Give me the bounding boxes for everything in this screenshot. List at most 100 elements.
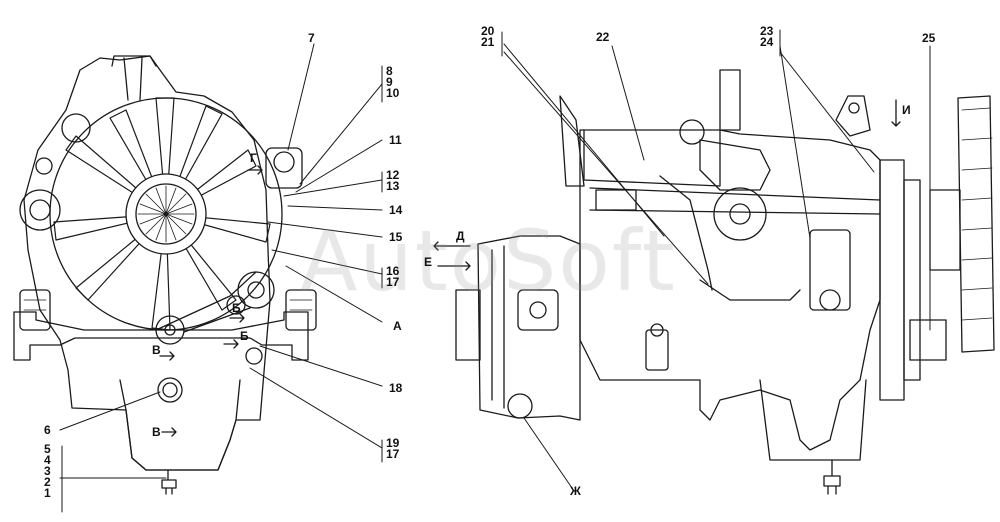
callout-stack-16-17: 16 17: [386, 264, 400, 289]
callout-A: А: [393, 319, 402, 333]
filter-cap: [273, 151, 295, 173]
view-mark-i: И: [902, 103, 911, 117]
oil-filter-cap-inner: [162, 382, 178, 398]
side-plug: [245, 347, 263, 365]
callout-4: 4: [44, 453, 51, 467]
callout-stack-20-21: 20 21: [481, 25, 495, 49]
fan-hub-ribs: [137, 185, 195, 243]
callout-Zh: Ж: [570, 484, 581, 498]
callout-12: 12: [386, 168, 400, 182]
callout-stack-19-17: 19 17: [386, 437, 400, 461]
mount-ribs: [23, 299, 313, 311]
callout-11: 11: [389, 133, 402, 147]
side-pump-inner: [29, 199, 51, 221]
callout-15: 15: [389, 230, 403, 244]
flywheel-housing-flange: [455, 289, 481, 361]
callout-stack-12-13: 12 13: [386, 168, 400, 193]
fan-hub-inner: [135, 183, 197, 245]
view-mark-d: Д: [456, 229, 465, 243]
callout-7: 7: [308, 31, 315, 45]
turbocharger: [713, 187, 767, 241]
oil-filter: [645, 329, 669, 371]
lifting-eye: [835, 95, 871, 137]
arrow-d: [433, 241, 471, 251]
coolant-pipe: [699, 279, 801, 301]
drive-belt: [155, 271, 257, 333]
bellhousing: [491, 245, 505, 409]
callout-17b: 17: [386, 447, 400, 461]
fuel-pump: [809, 229, 851, 311]
callout-6: 6: [44, 423, 51, 437]
callout-1: 1: [44, 486, 51, 500]
starter-hub: [529, 301, 547, 319]
side-fan-hub: [929, 189, 961, 271]
callout-22: 22: [596, 30, 610, 44]
flywheel-housing: [477, 235, 581, 421]
tensioner-pulley: [226, 295, 246, 315]
arrow-b1: [229, 313, 245, 323]
arrow-e: [437, 261, 471, 271]
pulley-stack: [903, 179, 921, 381]
callout-stack-23-24: 23 24: [760, 24, 774, 48]
right-leader-lines: [501, 29, 931, 489]
callout-3: 3: [44, 464, 51, 478]
arrow-v2: [161, 427, 177, 437]
drain-plug: [161, 469, 177, 495]
arrow-i: [891, 99, 901, 127]
oil-filter-cap: [157, 377, 183, 403]
callout-16: 16: [386, 264, 400, 278]
side-pump: [19, 189, 61, 231]
oil-pan: [119, 379, 241, 471]
oil-line: [659, 175, 713, 291]
mount-frame: [13, 311, 309, 361]
arrow-b2: [223, 339, 239, 349]
filter-housing: [265, 147, 303, 189]
left-mount: [19, 289, 51, 331]
view-mark-b1: Б: [232, 301, 241, 315]
alternator-hub: [247, 281, 265, 299]
side-fan-blades: [961, 107, 993, 321]
turbo-center: [729, 203, 751, 225]
callout-18: 18: [389, 381, 403, 395]
callout-25: 25: [922, 31, 936, 45]
lifting-eye-hole: [848, 102, 860, 114]
side-drain: [823, 459, 841, 495]
callout-2: 2: [44, 475, 51, 489]
engine-side-view: [433, 29, 995, 495]
callout-stack-5-1: 5 4 3 2 1: [44, 442, 51, 500]
callout-10: 10: [386, 86, 400, 100]
view-mark-e: Е: [424, 255, 433, 269]
engine-front-view: [13, 43, 383, 513]
side-flap: [559, 95, 585, 187]
left-leader-lines: [59, 43, 383, 513]
callout-stack-8-9-10: 8 9 10: [386, 64, 400, 100]
view-mark-v2: В: [152, 425, 161, 439]
oil-filter-top: [650, 323, 664, 337]
intake-manifold: [589, 187, 881, 215]
fan-blades: [53, 97, 271, 331]
pump-gear: [819, 289, 841, 311]
side-block: [579, 129, 881, 451]
callout-17: 17: [386, 275, 400, 289]
view-mark-b2: Б: [240, 329, 249, 343]
damper: [909, 319, 947, 361]
exhaust-pipe: [111, 55, 157, 101]
head-cover: [583, 129, 721, 187]
crank-pulley-center: [164, 324, 176, 336]
view-mark-g: Г: [250, 151, 257, 165]
callout-8: 8: [386, 64, 393, 78]
arrow-g: [247, 165, 263, 175]
starter: [517, 289, 559, 331]
callout-9: 9: [386, 75, 393, 89]
turbo-pipe: [719, 69, 741, 131]
callout-13: 13: [386, 179, 400, 193]
arrow-v1: [159, 351, 175, 361]
callout-5: 5: [44, 442, 51, 456]
upper-pipe: [61, 113, 91, 143]
breather: [35, 157, 53, 175]
callout-23: 23: [760, 24, 774, 38]
callout-21: 21: [481, 35, 495, 49]
side-fan: [957, 95, 995, 353]
